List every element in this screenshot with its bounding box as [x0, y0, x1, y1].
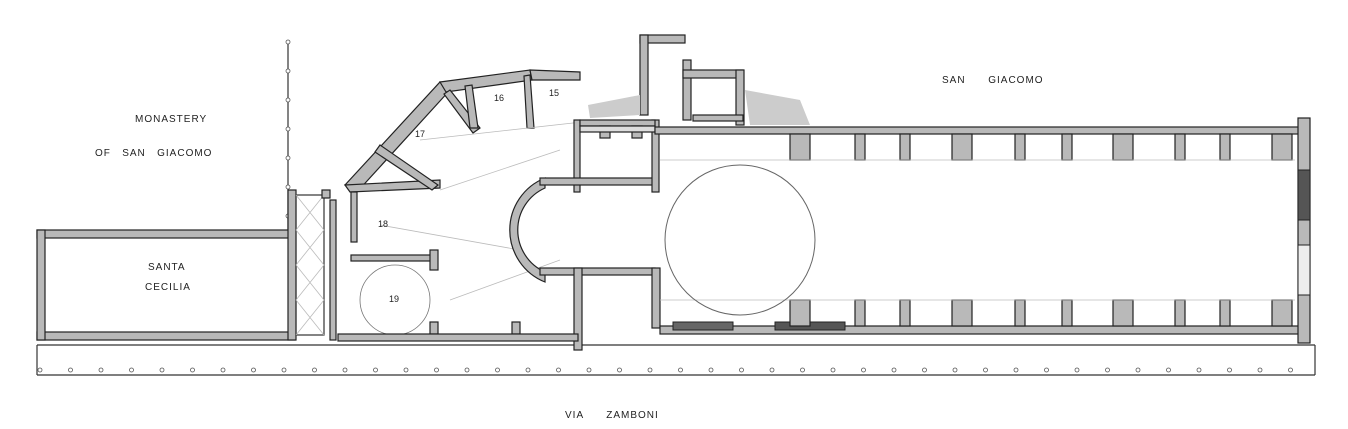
street-marker [68, 367, 73, 373]
street-marker [617, 367, 622, 373]
pillar [789, 299, 811, 327]
street-marker [1288, 367, 1293, 373]
apse [509, 177, 546, 283]
pillar [854, 133, 866, 161]
label-cecilia: CECILIA [145, 282, 191, 293]
street-marker [251, 367, 256, 373]
street-marker [403, 367, 409, 373]
chapels [343, 69, 601, 336]
pillar [789, 133, 811, 161]
street-marker [1044, 367, 1049, 373]
pillar [854, 299, 866, 327]
corridor-hatch [295, 189, 337, 341]
room-16: 16 [494, 93, 504, 103]
room-19: 19 [389, 294, 399, 304]
pillar [1112, 299, 1134, 327]
street-marker [586, 367, 592, 373]
pillar [1271, 133, 1293, 161]
pillar [1061, 133, 1073, 161]
pillar [1174, 299, 1186, 327]
pillar [1219, 133, 1231, 161]
street-marker [830, 367, 836, 373]
pillar [1014, 133, 1026, 161]
boundary-marker [285, 155, 291, 161]
street-marker [647, 367, 653, 373]
transept [337, 119, 661, 351]
room-18: 18 [378, 219, 388, 229]
pillar [899, 299, 911, 327]
boundary-marker [285, 184, 291, 190]
pillar [1219, 299, 1231, 327]
street-marker [434, 367, 439, 373]
boundary-marker [285, 97, 291, 103]
label-monastery: MONASTERY [135, 114, 207, 125]
street-marker [98, 367, 104, 373]
pillar [1112, 133, 1134, 161]
label-of-san-giacomo: OF SAN GIACOMO [95, 148, 212, 159]
street-marker [342, 367, 348, 373]
street-marker [373, 367, 378, 373]
pillar [951, 133, 973, 161]
street-marker [1196, 367, 1202, 373]
boundary-marker [285, 68, 291, 74]
street-marker [678, 367, 683, 373]
street-marker [525, 367, 531, 373]
boundary-marker [285, 126, 291, 132]
street-marker [129, 367, 134, 373]
pillar [1174, 133, 1186, 161]
street-line [36, 344, 1316, 376]
street-marker [1166, 367, 1171, 373]
street-marker [220, 367, 226, 373]
street-marker [1074, 367, 1080, 373]
bell-tower [588, 34, 810, 126]
pillar [1014, 299, 1026, 327]
street-marker [556, 367, 561, 373]
street-marker [281, 367, 287, 373]
street-marker [37, 367, 43, 373]
street-marker [769, 367, 775, 373]
boundary-marker [285, 39, 291, 45]
nave [654, 117, 1311, 344]
street-marker [708, 367, 714, 373]
street-marker [190, 367, 195, 373]
pillar [899, 133, 911, 161]
labels: MONASTERY OF SAN GIACOMO SANTA CECILIA S… [95, 75, 1044, 421]
street-marker [861, 367, 866, 373]
label-via-zamboni: VIA ZAMBONI [565, 410, 659, 421]
street-marker [922, 367, 927, 373]
street-marker [159, 367, 165, 373]
street-marker [495, 367, 500, 373]
street-marker [983, 367, 988, 373]
label-santa: SANTA [148, 262, 186, 273]
santa-cecilia-building [36, 189, 297, 341]
street-marker [312, 367, 317, 373]
pillar [1061, 299, 1073, 327]
pillar [1271, 299, 1293, 327]
street-marker [464, 367, 470, 373]
street-marker [1135, 367, 1141, 373]
street-marker [1227, 367, 1232, 373]
pillar [951, 299, 973, 327]
street-marker [1105, 367, 1110, 373]
room-15: 15 [549, 88, 559, 98]
street-marker [1013, 367, 1019, 373]
street-marker [1257, 367, 1263, 373]
street-marker [952, 367, 958, 373]
label-san-giacomo: SAN GIACOMO [942, 75, 1044, 86]
room-17: 17 [415, 129, 425, 139]
street-marker [891, 367, 897, 373]
street-marker [800, 367, 805, 373]
street-marker [739, 367, 744, 373]
